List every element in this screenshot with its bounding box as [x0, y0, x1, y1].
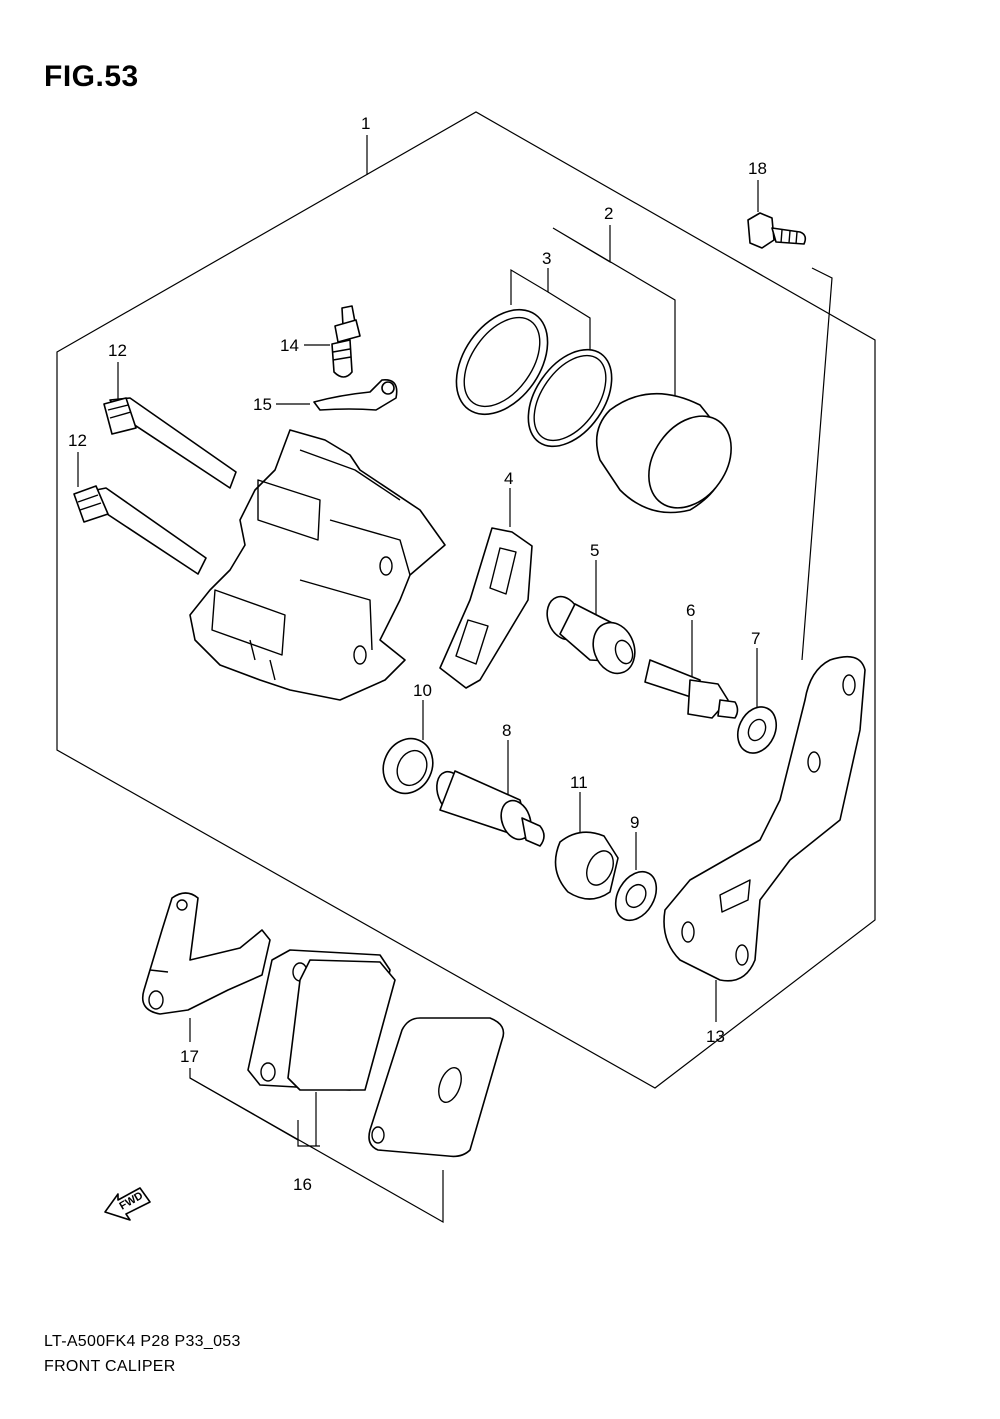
- part-12-pin-lower: [73, 485, 207, 575]
- part-18-bolt: [747, 212, 807, 249]
- callout-14: 14: [280, 336, 299, 355]
- part-3-seal-outer: [455, 308, 549, 416]
- fwd-arrow: FWD: [104, 1187, 151, 1221]
- part-5-sleeve: [546, 595, 636, 675]
- assembly-boundary: [56, 111, 876, 1089]
- callout-12-upper: 12: [108, 341, 127, 360]
- callout-2: 2: [604, 204, 613, 223]
- callout-18: 18: [748, 159, 767, 178]
- model-code: LT-A500FK4 P28 P33_053: [44, 1333, 241, 1350]
- part-3-seal-inner: [527, 348, 613, 448]
- figure-name: FRONT CALIPER: [44, 1358, 176, 1375]
- callout-15: 15: [253, 395, 272, 414]
- callout-5: 5: [590, 541, 599, 560]
- callout-labels: 1 2 3 4 5 6 7 8 9 10 11 12 12 13 14 15 1…: [68, 114, 767, 1194]
- callout-6: 6: [686, 601, 695, 620]
- callout-1: 1: [361, 114, 370, 133]
- part-17-plate: [141, 892, 271, 1015]
- part-13-bracket: [663, 655, 866, 982]
- part-9-washer: [614, 870, 658, 922]
- part-4-pad-spring: [439, 527, 533, 689]
- callout-17: 17: [180, 1047, 199, 1066]
- part-16-pad-single: [368, 1017, 505, 1158]
- part-12-pin-upper: [103, 397, 237, 489]
- callout-11: 11: [570, 773, 588, 792]
- part-2-piston: [595, 392, 732, 514]
- callout-16: 16: [293, 1175, 312, 1194]
- leader-lines: [77, 135, 833, 1224]
- part-14-bleeder: [331, 305, 361, 378]
- part-11-boot: [554, 831, 619, 900]
- callout-3: 3: [542, 249, 551, 268]
- callout-4: 4: [504, 469, 513, 488]
- part-7-washer: [736, 706, 778, 754]
- caliper-body: [189, 429, 446, 701]
- part-16-pad-back: [287, 959, 396, 1091]
- callout-9: 9: [630, 813, 639, 832]
- part-10-boot: [382, 737, 434, 795]
- figure-title: FIG.53: [44, 60, 139, 93]
- part-15-cap: [313, 379, 398, 411]
- part-8-pin: [436, 770, 545, 847]
- callout-13: 13: [706, 1027, 725, 1046]
- part-6-bolt: [644, 659, 739, 719]
- callout-8: 8: [502, 721, 511, 740]
- callout-7: 7: [751, 629, 760, 648]
- callout-12-lower: 12: [68, 431, 87, 450]
- callout-10: 10: [413, 681, 432, 700]
